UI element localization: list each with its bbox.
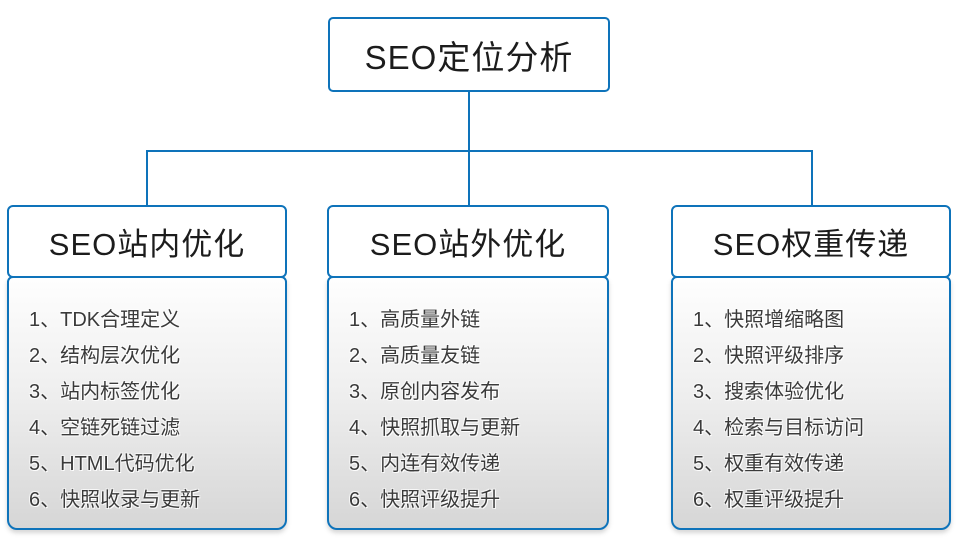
list-item: 3、站内标签优化 [29,381,181,403]
column-onsite-optimization: SEO站内优化 1、TDK合理定义 2、结构层次优化 3、站内标签优化 4、空链… [7,205,287,530]
list-item: 1、高质量外链 [349,309,481,331]
column-offsite-optimization: SEO站外优化 1、高质量外链 2、高质量友链 3、原创内容发布 4、快照抓取与… [327,205,609,530]
list-item: 4、空链死链过滤 [29,417,181,439]
list-item: 2、结构层次优化 [29,345,181,367]
column-list: 1、高质量外链 2、高质量友链 3、原创内容发布 4、快照抓取与更新 5、内连有… [327,276,609,530]
column-title: SEO权重传递 [712,227,910,262]
connector-drop-right [811,150,813,205]
connector-stem [468,92,470,150]
column-list: 1、TDK合理定义 2、结构层次优化 3、站内标签优化 4、空链死链过滤 5、H… [7,276,287,530]
column-title: SEO站内优化 [48,227,246,262]
list-item: 2、高质量友链 [349,345,481,367]
root-node: SEO定位分析 [328,17,610,92]
list-item: 6、快照评级提升 [349,489,501,511]
column-header: SEO权重传递 [671,205,951,278]
column-header: SEO站外优化 [327,205,609,278]
list-item: 5、内连有效传递 [349,453,501,475]
connector-drop-left [146,150,148,205]
list-item: 1、快照增缩略图 [693,309,845,331]
list-item: 6、权重评级提升 [693,489,845,511]
list-item: 2、快照评级排序 [693,345,845,367]
list-item: 5、HTML代码优化 [29,453,195,475]
column-list: 1、快照增缩略图 2、快照评级排序 3、搜索体验优化 4、检索与目标访问 5、权… [671,276,951,530]
list-item: 5、权重有效传递 [693,453,845,475]
list-item: 4、快照抓取与更新 [349,417,521,439]
list-item: 4、检索与目标访问 [693,417,865,439]
list-item: 1、TDK合理定义 [29,309,181,331]
connector-horizontal [146,150,813,152]
list-item: 3、搜索体验优化 [693,381,845,403]
column-header: SEO站内优化 [7,205,287,278]
column-weight-transfer: SEO权重传递 1、快照增缩略图 2、快照评级排序 3、搜索体验优化 4、检索与… [671,205,951,530]
root-node-title: SEO定位分析 [364,38,574,76]
list-item: 6、快照收录与更新 [29,489,201,511]
column-title: SEO站外优化 [369,227,567,262]
connector-drop-middle [468,150,470,205]
list-item: 3、原创内容发布 [349,381,501,403]
